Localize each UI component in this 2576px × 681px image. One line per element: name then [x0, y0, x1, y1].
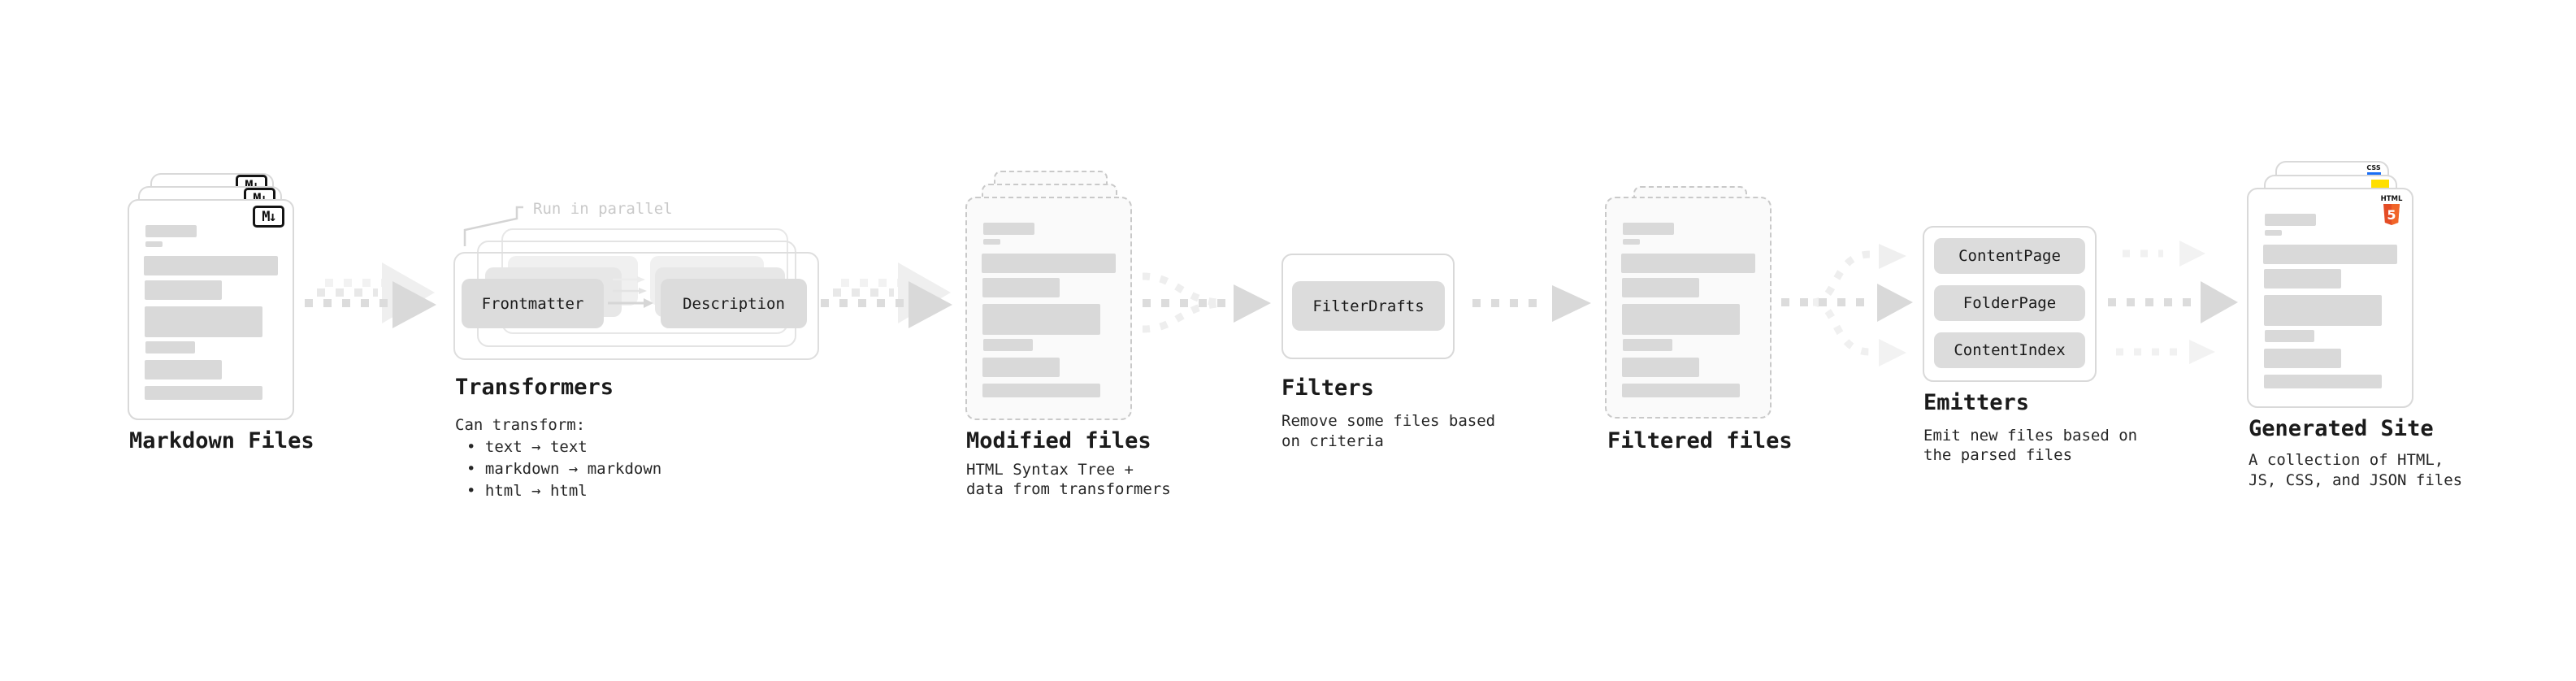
- doc-line-bar: [2264, 375, 2382, 388]
- transformer-layer-front: [453, 252, 819, 360]
- doc-line-bar: [1623, 239, 1640, 245]
- doc-line-bar: [145, 241, 163, 247]
- arrow-markdown-to-transformers-icon: [305, 262, 436, 328]
- desc-line: HTML Syntax Tree +: [966, 461, 1134, 479]
- doc-line-bar: [145, 225, 197, 237]
- doc-line-bar: [2264, 269, 2341, 288]
- stage-label-markdown: Markdown Files: [129, 428, 314, 453]
- desc-line: JS, CSS, and JSON files: [2249, 471, 2463, 489]
- doc-line-bar: [2264, 349, 2341, 368]
- stage-label-transformers: Transformers: [455, 375, 614, 400]
- generated-description: A collection of HTML, JS, CSS, and JSON …: [2249, 450, 2462, 491]
- arrow-transformers-to-modified-icon: [821, 262, 952, 328]
- markdown-logo-icon: M↓: [253, 206, 284, 228]
- frontmatter-pill: Frontmatter: [462, 279, 604, 328]
- contentindex-pill: ContentIndex: [1934, 332, 2085, 368]
- filters-card: FilterDrafts: [1281, 254, 1455, 359]
- modified-file-card: [965, 197, 1132, 420]
- doc-line-bar: [2264, 295, 2382, 326]
- doc-line-bar: [145, 306, 262, 337]
- arrow-filtered-to-emitters-icon: [1781, 244, 1913, 367]
- transform-bullet: • markdown → markdown: [466, 460, 662, 478]
- stage-label-filters: Filters: [1281, 375, 1374, 401]
- emitters-card: ContentPage FolderPage ContentIndex: [1923, 226, 2097, 382]
- desc-line: on criteria: [1281, 432, 1384, 450]
- doc-line-bar: [982, 304, 1100, 335]
- doc-line-bar: [145, 386, 262, 400]
- doc-line-bar: [2265, 214, 2316, 226]
- filterdrafts-pill: FilterDrafts: [1292, 281, 1445, 331]
- callout-line-icon: [463, 206, 523, 246]
- doc-line-bar: [982, 278, 1060, 297]
- doc-line-bar: [2265, 330, 2314, 342]
- stage-label-emitters: Emitters: [1923, 390, 2030, 415]
- markdown-file-card-front: M↓: [128, 199, 294, 420]
- doc-line-bar: [1622, 384, 1740, 397]
- doc-line-bar: [145, 360, 222, 380]
- arrow-filters-to-filtered-icon: [1472, 285, 1591, 322]
- html5-logo-icon: HTML 5: [2381, 195, 2403, 225]
- doc-line-bar: [982, 384, 1100, 397]
- doc-line-bar: [982, 254, 1116, 273]
- svg-text:5: 5: [2387, 207, 2396, 223]
- doc-line-bar: [1621, 254, 1755, 273]
- transform-bullet: • text → text: [466, 438, 588, 456]
- doc-line-bar: [2265, 230, 2282, 236]
- transformers-description: Can transform: • text → text • markdown …: [455, 414, 661, 502]
- stage-label-filtered: Filtered files: [1607, 428, 1793, 453]
- svg-text:HTML: HTML: [2381, 195, 2403, 203]
- arrow-emitters-to-generated-icon: [2108, 241, 2238, 364]
- doc-line-bar: [145, 341, 195, 354]
- filters-description: Remove some files based on criteria: [1281, 411, 1495, 452]
- folderpage-pill: FolderPage: [1934, 285, 2085, 321]
- arrow-modified-to-filters-icon: [1142, 272, 1271, 333]
- doc-line-bar: [1622, 278, 1699, 297]
- description-pill: Description: [661, 279, 807, 328]
- css-logo-icon: CSS: [2366, 165, 2382, 176]
- run-in-parallel-annotation: Run in parallel: [533, 200, 673, 218]
- parallel-arrows-icon: [608, 276, 653, 308]
- desc-line: data from transformers: [966, 480, 1171, 498]
- stage-label-generated: Generated Site: [2249, 416, 2434, 441]
- doc-line-bar: [1622, 358, 1699, 377]
- js-logo-icon: [2371, 180, 2389, 190]
- desc-line: the parsed files: [1923, 446, 2073, 464]
- doc-line-bar: [1623, 339, 1672, 351]
- doc-line-bar: [144, 256, 278, 275]
- doc-line-bar: [1622, 304, 1740, 335]
- doc-line-bar: [2263, 245, 2397, 264]
- contentpage-pill: ContentPage: [1934, 238, 2085, 274]
- doc-line-bar: [983, 339, 1033, 351]
- transform-bullet: • html → html: [466, 482, 588, 500]
- emitters-description: Emit new files based on the parsed files: [1923, 426, 2137, 465]
- desc-line: Emit new files based on: [1923, 427, 2138, 445]
- desc-heading: Can transform:: [455, 416, 586, 434]
- doc-line-bar: [983, 223, 1034, 235]
- modified-description: HTML Syntax Tree + data from transformer…: [966, 460, 1171, 499]
- desc-line: A collection of HTML,: [2249, 451, 2444, 469]
- doc-line-bar: [1623, 223, 1674, 235]
- doc-line-bar: [145, 280, 222, 300]
- stage-label-modified: Modified files: [966, 428, 1151, 453]
- generated-file-card-html: HTML 5: [2247, 188, 2413, 408]
- doc-line-bar: [982, 358, 1060, 377]
- desc-line: Remove some files based: [1281, 412, 1496, 430]
- filtered-file-card: [1605, 197, 1772, 419]
- doc-line-bar: [983, 239, 1000, 245]
